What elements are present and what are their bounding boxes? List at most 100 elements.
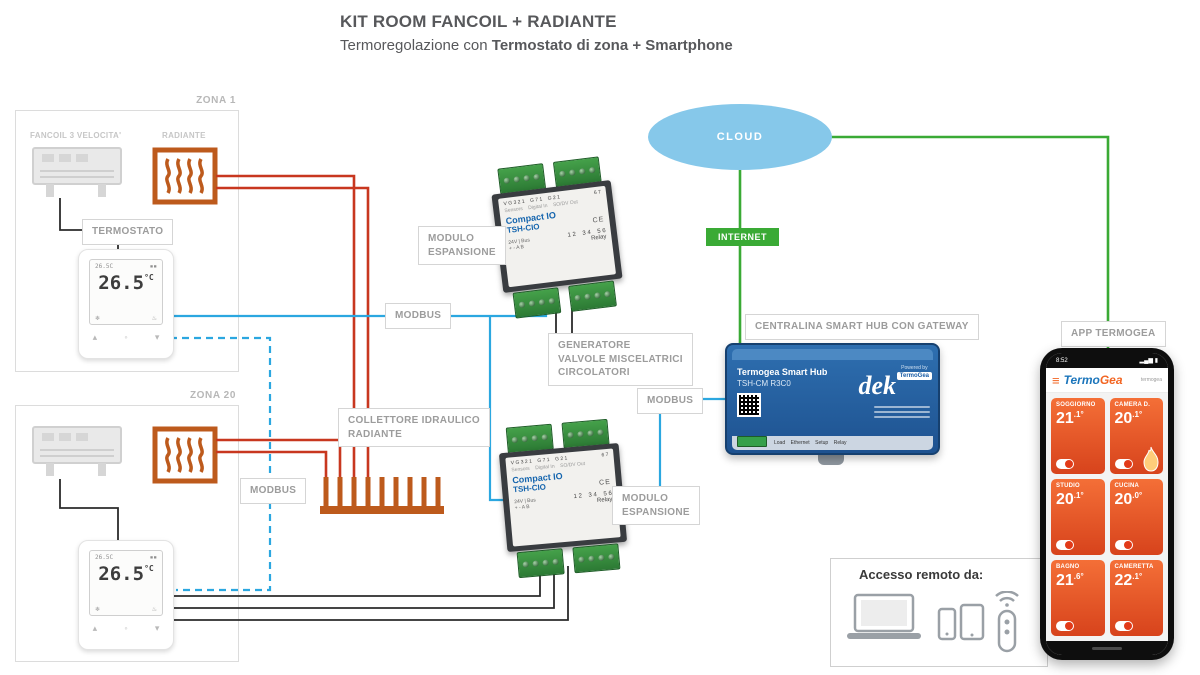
up-button-icon: ▴ [92,332,98,342]
smartphone: 8:52 ▂▄▆ ▮ ≡ TermoGea termogea SOGGIORNO… [1040,348,1174,660]
room-tile-soggiorno[interactable]: SOGGIORNO 21.1° [1051,398,1105,474]
qr-code [737,393,761,417]
fancoil-icon [32,147,124,208]
wire-cloud-phone [830,135,1110,350]
room-tile-cameretta[interactable]: CAMERETTA 22.1° [1109,560,1163,636]
status-icons: ▂▄▆ ▮ [1139,358,1158,364]
cloud-shape: CLOUD [648,104,832,170]
pipe-radiante-z20-b [216,450,328,478]
phone-nav-bar [1046,641,1168,655]
hub-terminal-block [737,436,767,447]
modbus-tag-1: MODBUS [385,303,452,329]
zone-1-label: ZONA 1 [196,95,236,106]
powered-by-badge: Powered by TermoGea [896,365,932,380]
flame-icon [1143,446,1159,472]
room-tile-camera[interactable]: CAMERA D. 20.1° [1109,398,1163,474]
hamburger-menu-icon[interactable]: ≡ [1052,372,1060,388]
mode-button-icon: ◦ [124,623,128,633]
pipe-radiante-z1-b [216,186,370,478]
laptop-icon [847,593,921,639]
remote-control-icon [997,609,1017,653]
home-bar[interactable] [1092,646,1122,650]
room-tile-cucina[interactable]: CUCINA 20.0° [1109,479,1163,555]
status-bar: 8:52 ▂▄▆ ▮ [1046,353,1168,368]
pipe-radiante-z20-a [216,438,342,478]
remote-access-icons [847,591,1019,653]
tile-toggle[interactable] [1114,621,1133,631]
cold-icon: ❄ [95,316,101,322]
radiante-label: RADIANTE [162,131,206,140]
hub-fine-print [874,403,930,421]
internet-badge: INTERNET [706,228,779,246]
app-bar: ≡ TermoGea termogea [1046,368,1168,393]
tile-toggle[interactable] [1056,621,1074,631]
wire-modbus-thermostat-module1 [170,305,548,318]
centralina-tag: CENTRALINA SMART HUB CON GATEWAY [745,314,979,340]
up-button-icon: ▴ [92,623,98,633]
termostato-tag: TERMOSTATO [82,219,174,245]
wifi-icon [995,591,1019,607]
zone-1-box: ZONA 1 FANCOIL 3 VELOCITA' RADIANTE TERM… [15,95,239,372]
termogea-logo: TermoGea [1063,373,1123,387]
ce-mark: CE [598,478,612,487]
radiator-icon [152,426,218,489]
remote-access-title: Accesso remoto da: [859,567,984,582]
wire-fancoil-thermostat-z20 [59,479,119,542]
heat-icon: ♨ [151,607,157,613]
mode-button-icon: ◦ [124,332,128,342]
room-tiles-grid: SOGGIORNO 21.1° CAMERA D. 20.1° STUDIO 2… [1046,393,1168,641]
tile-toggle[interactable] [1056,459,1074,469]
radiator-icon [152,147,218,210]
wire-module2-thermostat-a [174,566,541,597]
app-termogea-tag: APP TERMOGEA [1061,321,1166,347]
room-tile-bagno[interactable]: BAGNO 21.6° [1051,560,1105,636]
hub-top-ridge [732,349,933,360]
wire-modbus-module2 [488,316,506,502]
wire-modbus-zones-dashed [170,336,272,592]
tile-toggle[interactable] [1056,540,1074,550]
generatore-tag: GENERATORE VALVOLE MISCELATRICI CIRCOLAT… [548,333,693,386]
tablet-icon [959,603,985,641]
collettore-comb-icon [320,477,444,514]
down-button-icon: ▾ [154,332,160,342]
zone-20-box: ZONA 20 26.5C▪▪ 26.5°C ❄♨ [15,390,239,662]
wire-modbus-hub [620,397,726,502]
modbus-tag-2: MODBUS [240,478,307,504]
tile-toggle[interactable] [1114,540,1133,550]
pipe-radiante-z1-a [216,174,356,478]
wire-module2-thermostat-b [174,566,555,609]
account-label: termogea [1140,377,1162,383]
modbus-tag-3: MODBUS [637,388,704,414]
thermostat-buttons: ▴ ◦ ▾ [79,623,173,634]
modulo-espansione-tag-2: MODULO ESPANSIONE [612,486,700,525]
collettore-tag: COLLETTORE IDRAULICO RADIANTE [338,408,490,447]
phone-screen: 8:52 ▂▄▆ ▮ ≡ TermoGea termogea SOGGIORNO… [1046,353,1168,655]
thermostat-device-z1: 26.5C▪▪ 26.5°C ❄♨ ▴ ◦ ▾ [78,249,174,359]
cold-icon: ❄ [95,607,101,613]
smart-hub-device: Termogea Smart Hub TSH-CM R3C0 dek Power… [725,343,940,455]
zone-20-label: ZONA 20 [189,390,236,401]
thermostat-screen: 26.5C▪▪ 26.5°C ❄♨ [89,550,163,616]
thermostat-buttons: ▴ ◦ ▾ [79,332,173,343]
fancoil-label: FANCOIL 3 VELOCITA' [30,131,122,140]
tile-toggle[interactable] [1114,459,1133,469]
smartphone-icon [937,607,957,641]
page-subtitle: Termoregolazione con Termostato di zona … [340,37,733,54]
clock: 8:52 [1056,357,1068,364]
fancoil-icon [32,426,124,487]
remote-access-panel: Accesso remoto da: [830,558,1048,667]
down-button-icon: ▾ [154,623,160,633]
heat-icon: ♨ [151,316,157,322]
room-tile-studio[interactable]: STUDIO 20.1° [1051,479,1105,555]
thermostat-temperature: 26.5°C [98,563,154,585]
wire-module2-thermostat-c [174,566,569,621]
dek-logo: dek [858,371,896,400]
hub-antenna-stub [818,453,844,465]
page-title: KIT ROOM FANCOIL + RADIANTE [340,12,617,31]
thermostat-temperature: 26.5°C [98,272,154,294]
